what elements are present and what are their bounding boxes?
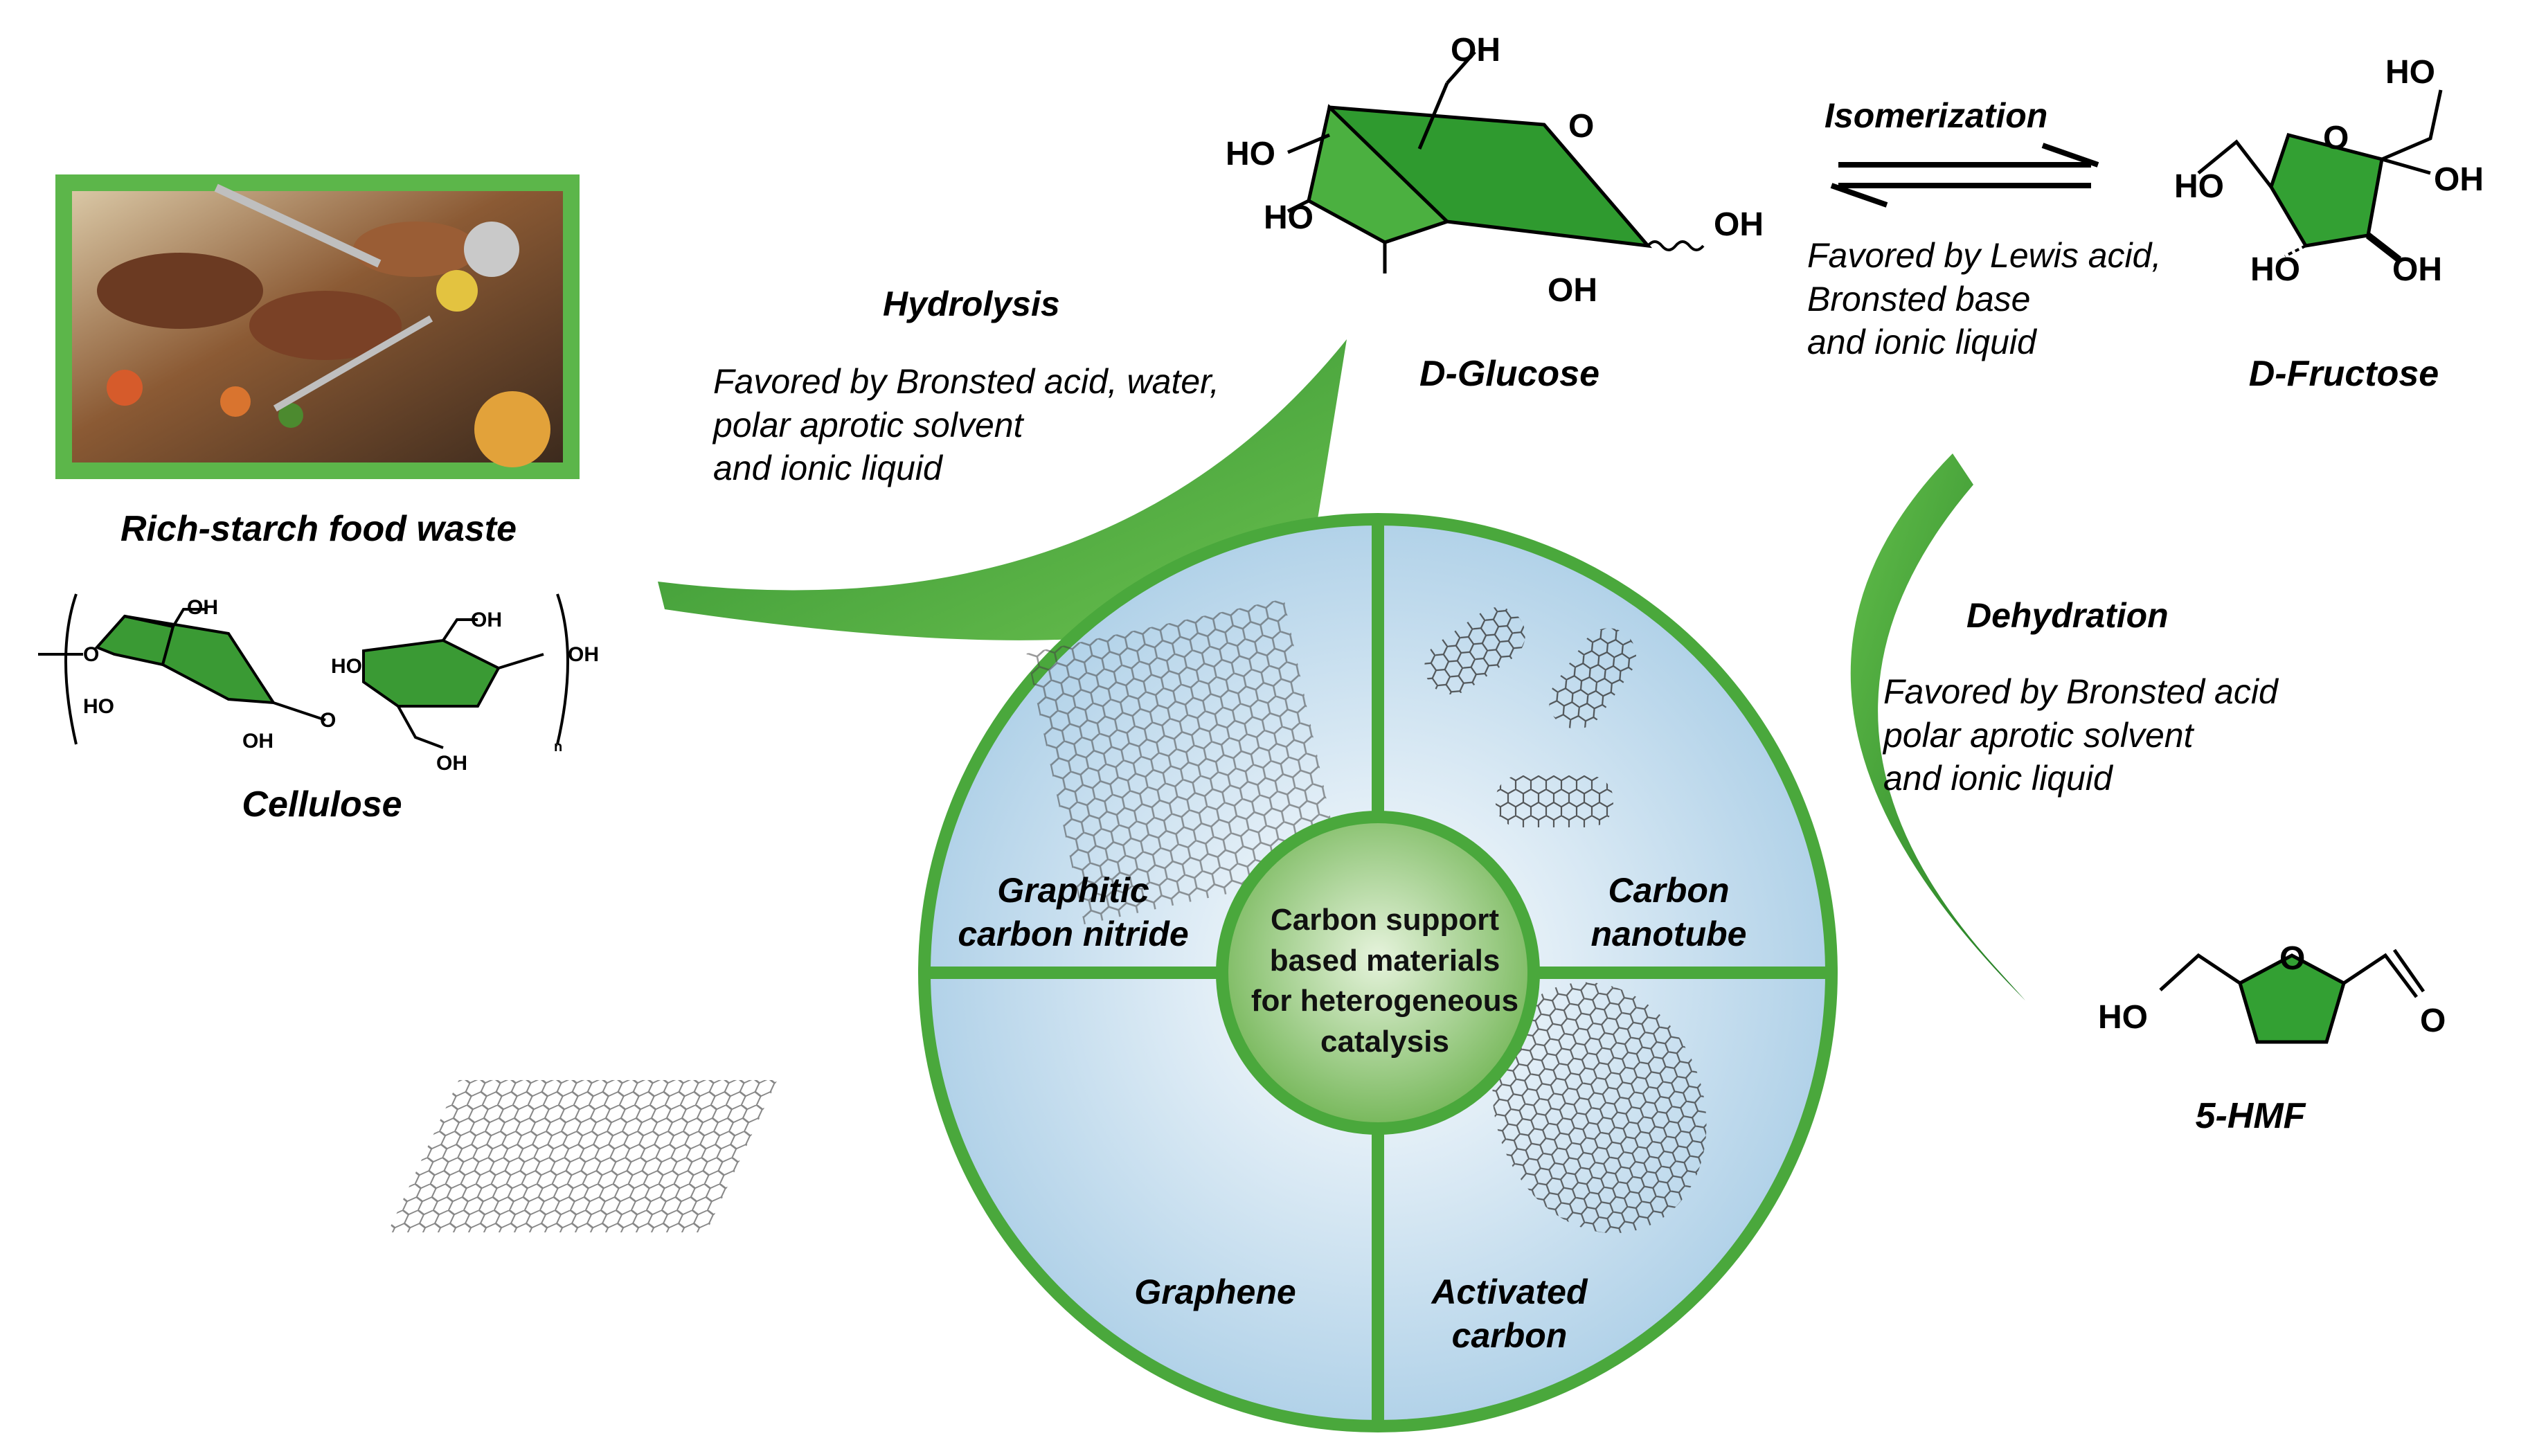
- fructose-caption: D-Fructose: [2248, 354, 2439, 394]
- food-waste-caption: Rich-starch food waste: [120, 509, 517, 549]
- cellulose-oh-4: OH: [568, 643, 599, 666]
- isomerization-condition-line: Bronsted base: [1807, 279, 2031, 318]
- hydrolysis-condition-line: Favored by Bronsted acid, water,: [713, 362, 1219, 401]
- cellulose-oh-5: OH: [436, 752, 467, 775]
- equilibrium-arrows: [1830, 143, 2099, 208]
- fructose-structure: [2197, 89, 2443, 262]
- fructose-oh-right: OH: [2434, 161, 2484, 198]
- isomerization-title: Isomerization: [1825, 96, 2048, 135]
- glucose-ho-1: HO: [1226, 136, 1275, 172]
- quadrant-label-line: carbon: [1451, 1315, 1568, 1355]
- glucose-oh-bottom: OH: [1548, 272, 1597, 309]
- quadrant-label-line: nanotube: [1590, 914, 1747, 953]
- carbon-materials-wheel: [387, 513, 1838, 1432]
- cellulose-subscript-n: n: [554, 739, 562, 755]
- isomerization-conditions: Favored by Lewis acid, Bronsted base and…: [1807, 234, 2161, 364]
- hmf-caption: 5-HMF: [2195, 1096, 2306, 1136]
- dehydration-condition-line: and ionic liquid: [1883, 759, 2113, 798]
- isomerization-condition-line: and ionic liquid: [1807, 323, 2036, 361]
- wheel-center-line: Carbon support: [1271, 903, 1499, 937]
- cellulose-o-link: O: [320, 709, 336, 732]
- quadrant-label-line: Activated: [1431, 1273, 1588, 1311]
- fructose-ho-top: HO: [2385, 54, 2435, 91]
- quadrant-label-line: Graphitic: [997, 871, 1149, 910]
- quadrant-label-line: Carbon: [1608, 871, 1730, 910]
- wheel-center-line: for heterogeneous: [1250, 984, 1519, 1018]
- hmf-aldehyde-o: O: [2420, 1003, 2446, 1039]
- cellulose-structure: [38, 593, 569, 749]
- glucose-caption: D-Glucose: [1419, 354, 1600, 394]
- glucose-oh-top: OH: [1451, 32, 1500, 69]
- hmf-ring-o: O: [2279, 940, 2305, 977]
- isomerization-dehydration-curved-arrow: [1850, 453, 2025, 1000]
- dehydration-title: Dehydration: [1966, 596, 2169, 635]
- quadrant-label-activated-carbon: Activated carbon: [1406, 1270, 1613, 1357]
- hydrolysis-conditions: Favored by Bronsted acid, water, polar a…: [713, 360, 1219, 490]
- cellulose-ho-2: HO: [331, 655, 362, 678]
- wheel-center-line: based materials: [1269, 943, 1500, 978]
- quadrant-label-line: Graphene: [1134, 1273, 1296, 1311]
- wheel-center-line: catalysis: [1320, 1024, 1449, 1059]
- fructose-ho-bottom: HO: [2250, 251, 2300, 288]
- glucose-oh-right: OH: [1714, 206, 1764, 243]
- cellulose-oh-2: OH: [242, 730, 274, 753]
- cellulose-o-left: O: [83, 643, 99, 666]
- quadrant-label-graphene: Graphene: [1101, 1270, 1329, 1314]
- dehydration-conditions: Favored by Bronsted acid polar aprotic s…: [1883, 670, 2278, 800]
- fructose-ho-left: HO: [2174, 168, 2224, 205]
- wheel-center-label: Carbon support based materials for heter…: [1212, 900, 1558, 1062]
- cellulose-oh-3: OH: [471, 609, 502, 631]
- food-waste-photo: [55, 174, 580, 479]
- glucose-ho-2: HO: [1264, 199, 1314, 236]
- isomerization-condition-line: Favored by Lewis acid,: [1807, 236, 2162, 275]
- fructose-oh-bottom: OH: [2392, 251, 2442, 288]
- quadrant-label-line: carbon nitride: [958, 914, 1189, 953]
- dehydration-condition-line: polar aprotic solvent: [1883, 715, 2194, 755]
- dehydration-condition-line: Favored by Bronsted acid: [1883, 672, 2278, 711]
- glucose-structure: [1287, 51, 1705, 273]
- hmf-ho: HO: [2098, 999, 2148, 1036]
- hydrolysis-title: Hydrolysis: [883, 285, 1060, 323]
- quadrant-label-graphitic-carbon-nitride: Graphitic carbon nitride: [935, 869, 1212, 955]
- glucose-ring-o: O: [1568, 108, 1594, 145]
- cellulose-ho-1: HO: [83, 695, 114, 718]
- cellulose-caption: Cellulose: [242, 784, 402, 825]
- hmf-structure: [2159, 949, 2426, 1044]
- hydrolysis-condition-line: polar aprotic solvent: [713, 405, 1023, 444]
- hydrolysis-condition-line: and ionic liquid: [713, 449, 942, 487]
- cellulose-oh-1: OH: [187, 596, 218, 619]
- fructose-ring-o: O: [2323, 120, 2349, 156]
- quadrant-label-carbon-nanotube: Carbon nanotube: [1572, 869, 1766, 955]
